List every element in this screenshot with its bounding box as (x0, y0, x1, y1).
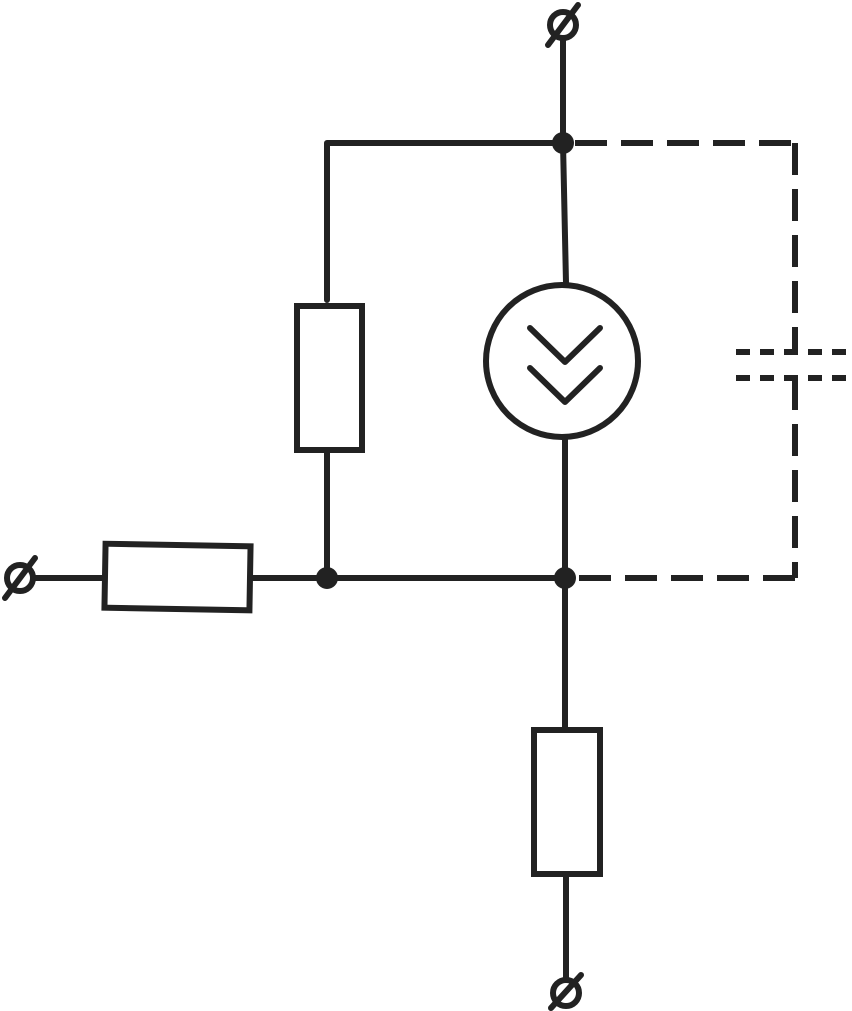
source-chevron-lower (527, 365, 603, 405)
junction-right (554, 567, 576, 589)
terminal-bottom-circle (550, 977, 582, 1009)
terminal-left-slash (2, 555, 38, 601)
terminal-top-slash (545, 2, 581, 48)
output-resistor (531, 727, 603, 877)
input-resistor (101, 540, 254, 614)
shunt-resistor (294, 303, 365, 453)
source-chevron-upper (527, 325, 603, 365)
wire-top-left-branch (324, 140, 566, 303)
junction-mid (316, 567, 338, 589)
current-source (483, 282, 641, 440)
parallel-capacitor (575, 140, 852, 581)
terminal-bottom (548, 972, 584, 1011)
junction-top (552, 132, 574, 154)
wire-source-upper (560, 140, 569, 286)
terminal-bottom-slash (548, 972, 584, 1011)
